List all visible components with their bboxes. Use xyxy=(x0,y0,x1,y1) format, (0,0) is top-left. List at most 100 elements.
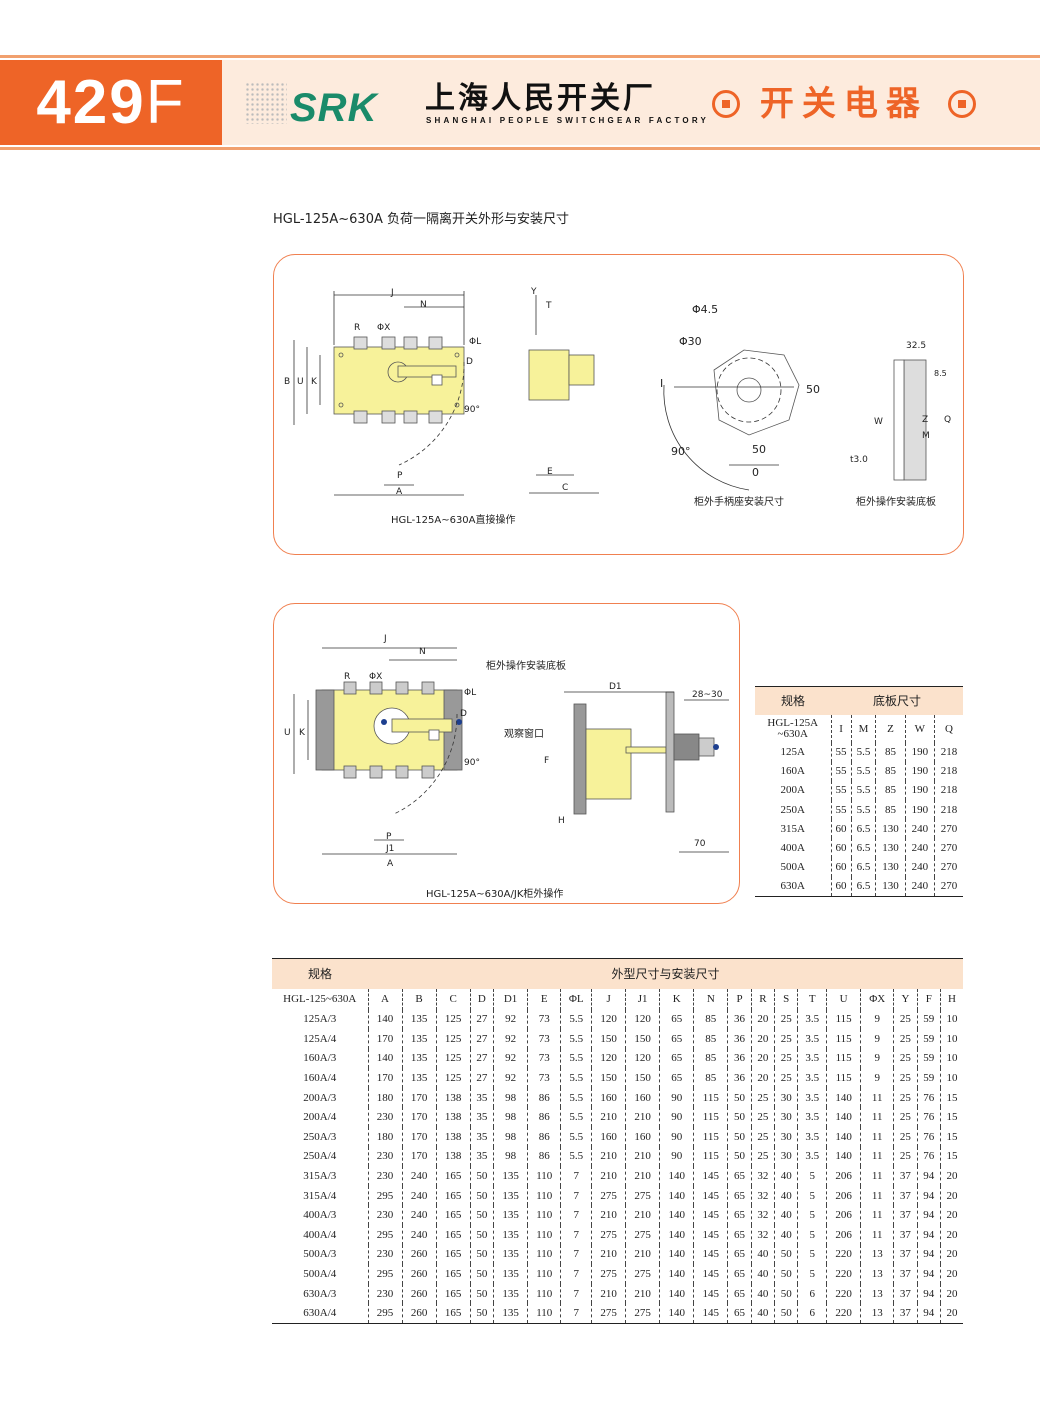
table-cell: 218 xyxy=(933,800,963,820)
table-cell: 65 xyxy=(659,1068,694,1088)
table-cell: 37 xyxy=(893,1205,918,1226)
table-cell: 73 xyxy=(527,1068,561,1088)
table-col-header: M xyxy=(850,714,876,743)
table-col-header: R xyxy=(750,988,775,1010)
table-cell: 73 xyxy=(527,1048,561,1069)
table-cell: 5.5 xyxy=(560,1009,592,1030)
table-cell: 25 xyxy=(893,1107,918,1128)
table-cell: 150 xyxy=(591,1029,626,1049)
table-cell: 3.5 xyxy=(797,1029,827,1049)
table-cell: 135 xyxy=(493,1166,528,1186)
table-cell: 25 xyxy=(893,1087,918,1108)
table-cell: 73 xyxy=(527,1029,561,1049)
table-cell: 50 xyxy=(727,1087,752,1108)
table-cell: 218 xyxy=(933,742,963,762)
dim-label-X: ΦX xyxy=(377,323,391,333)
dim-label-L: ΦL xyxy=(469,337,482,347)
table-cell: 50 xyxy=(469,1244,494,1265)
table-cell: 180 xyxy=(367,1087,403,1108)
table-cell: 3.5 xyxy=(797,1127,827,1147)
table-cell: 145 xyxy=(693,1303,728,1324)
table-cell: 10 xyxy=(939,1068,963,1088)
table-row-spec: 500A/4 xyxy=(303,1268,337,1281)
table-cell: 115 xyxy=(826,1068,861,1088)
table-cell: 295 xyxy=(367,1264,403,1284)
table-cell: 275 xyxy=(591,1185,626,1206)
table-cell: 25 xyxy=(750,1087,775,1108)
table-row-spec: 250A/4 xyxy=(303,1150,337,1163)
header-bottom-rule xyxy=(0,147,1040,150)
caption-direct-operation: HGL-125A~630A直接操作 xyxy=(391,515,516,526)
table-cell: 20 xyxy=(939,1303,963,1324)
table-cell: 110 xyxy=(527,1303,561,1324)
table-cell: 50 xyxy=(774,1283,798,1304)
table-cell: 275 xyxy=(591,1264,626,1284)
table-cell: 270 xyxy=(933,819,963,839)
table-cell: 165 xyxy=(435,1264,471,1284)
dim-label-50h: 50 xyxy=(752,443,766,456)
table-cell: 90 xyxy=(659,1087,694,1108)
table-cell: 210 xyxy=(625,1244,660,1265)
table-row-spec: 200A/4 xyxy=(303,1111,337,1124)
table-cell: 135 xyxy=(493,1283,528,1304)
dim-label-H: H xyxy=(558,816,565,826)
table-cell: 140 xyxy=(826,1107,861,1128)
table-cell: 140 xyxy=(659,1225,694,1245)
table-cell: 20 xyxy=(939,1283,963,1304)
dim-label-P: P xyxy=(397,471,403,481)
table-cell: 135 xyxy=(401,1029,437,1049)
table-cell: 170 xyxy=(401,1127,437,1147)
dim-label-Y: Y xyxy=(531,287,537,297)
table-cell: 145 xyxy=(693,1205,728,1226)
square-bullet-icon xyxy=(947,90,976,118)
table-cell: 60 xyxy=(830,857,852,877)
table-cell: 76 xyxy=(916,1087,941,1108)
table-cell: 135 xyxy=(401,1048,437,1069)
table-cell: 5 xyxy=(797,1264,827,1284)
table-row-spec: 500A/3 xyxy=(303,1248,337,1261)
table-spec-model: HGL-125A ~630A xyxy=(767,716,819,740)
table-cell: 37 xyxy=(893,1264,918,1284)
table-cell: 76 xyxy=(916,1146,941,1167)
page-suffix: F xyxy=(145,68,186,137)
table-cell: 7 xyxy=(560,1185,592,1206)
table-cell: 65 xyxy=(727,1205,752,1226)
table-cell: 125 xyxy=(435,1068,471,1088)
table-row-spec: 160A/3 xyxy=(303,1052,337,1065)
table-cell: 170 xyxy=(367,1068,403,1088)
table-cell: 240 xyxy=(904,838,935,858)
table-cell: 25 xyxy=(750,1127,775,1147)
table-cell: 30 xyxy=(774,1107,798,1128)
table-cell: 190 xyxy=(904,761,935,781)
table-cell: 125 xyxy=(435,1029,471,1049)
table-header-spec: 规格 xyxy=(272,958,368,989)
table-cell: 160 xyxy=(591,1087,626,1108)
table-col-header: J1 xyxy=(625,988,660,1010)
table-cell: 150 xyxy=(625,1029,660,1049)
table-cell: 115 xyxy=(693,1127,728,1147)
table-cell: 50 xyxy=(727,1107,752,1128)
table-cell: 240 xyxy=(401,1205,437,1226)
table-cell: 20 xyxy=(939,1244,963,1265)
table-cell: 32 xyxy=(750,1225,775,1245)
table-cell: 115 xyxy=(826,1029,861,1049)
table-cell: 210 xyxy=(625,1107,660,1128)
table-cell: 5.5 xyxy=(560,1146,592,1167)
table-cell: 135 xyxy=(493,1185,528,1206)
table-cell: 210 xyxy=(591,1244,626,1265)
table-cell: 92 xyxy=(493,1009,528,1030)
table-cell: 275 xyxy=(625,1264,660,1284)
table-cell: 210 xyxy=(625,1166,660,1186)
table-cell: 6.5 xyxy=(850,876,876,897)
table-cell: 210 xyxy=(591,1107,626,1128)
table-cell: 65 xyxy=(727,1283,752,1304)
table-cell: 140 xyxy=(659,1185,694,1206)
dim-label-D: D xyxy=(460,709,467,719)
table-cell: 275 xyxy=(625,1225,660,1245)
table-cell: 5.5 xyxy=(560,1048,592,1069)
table-cell: 135 xyxy=(493,1205,528,1226)
